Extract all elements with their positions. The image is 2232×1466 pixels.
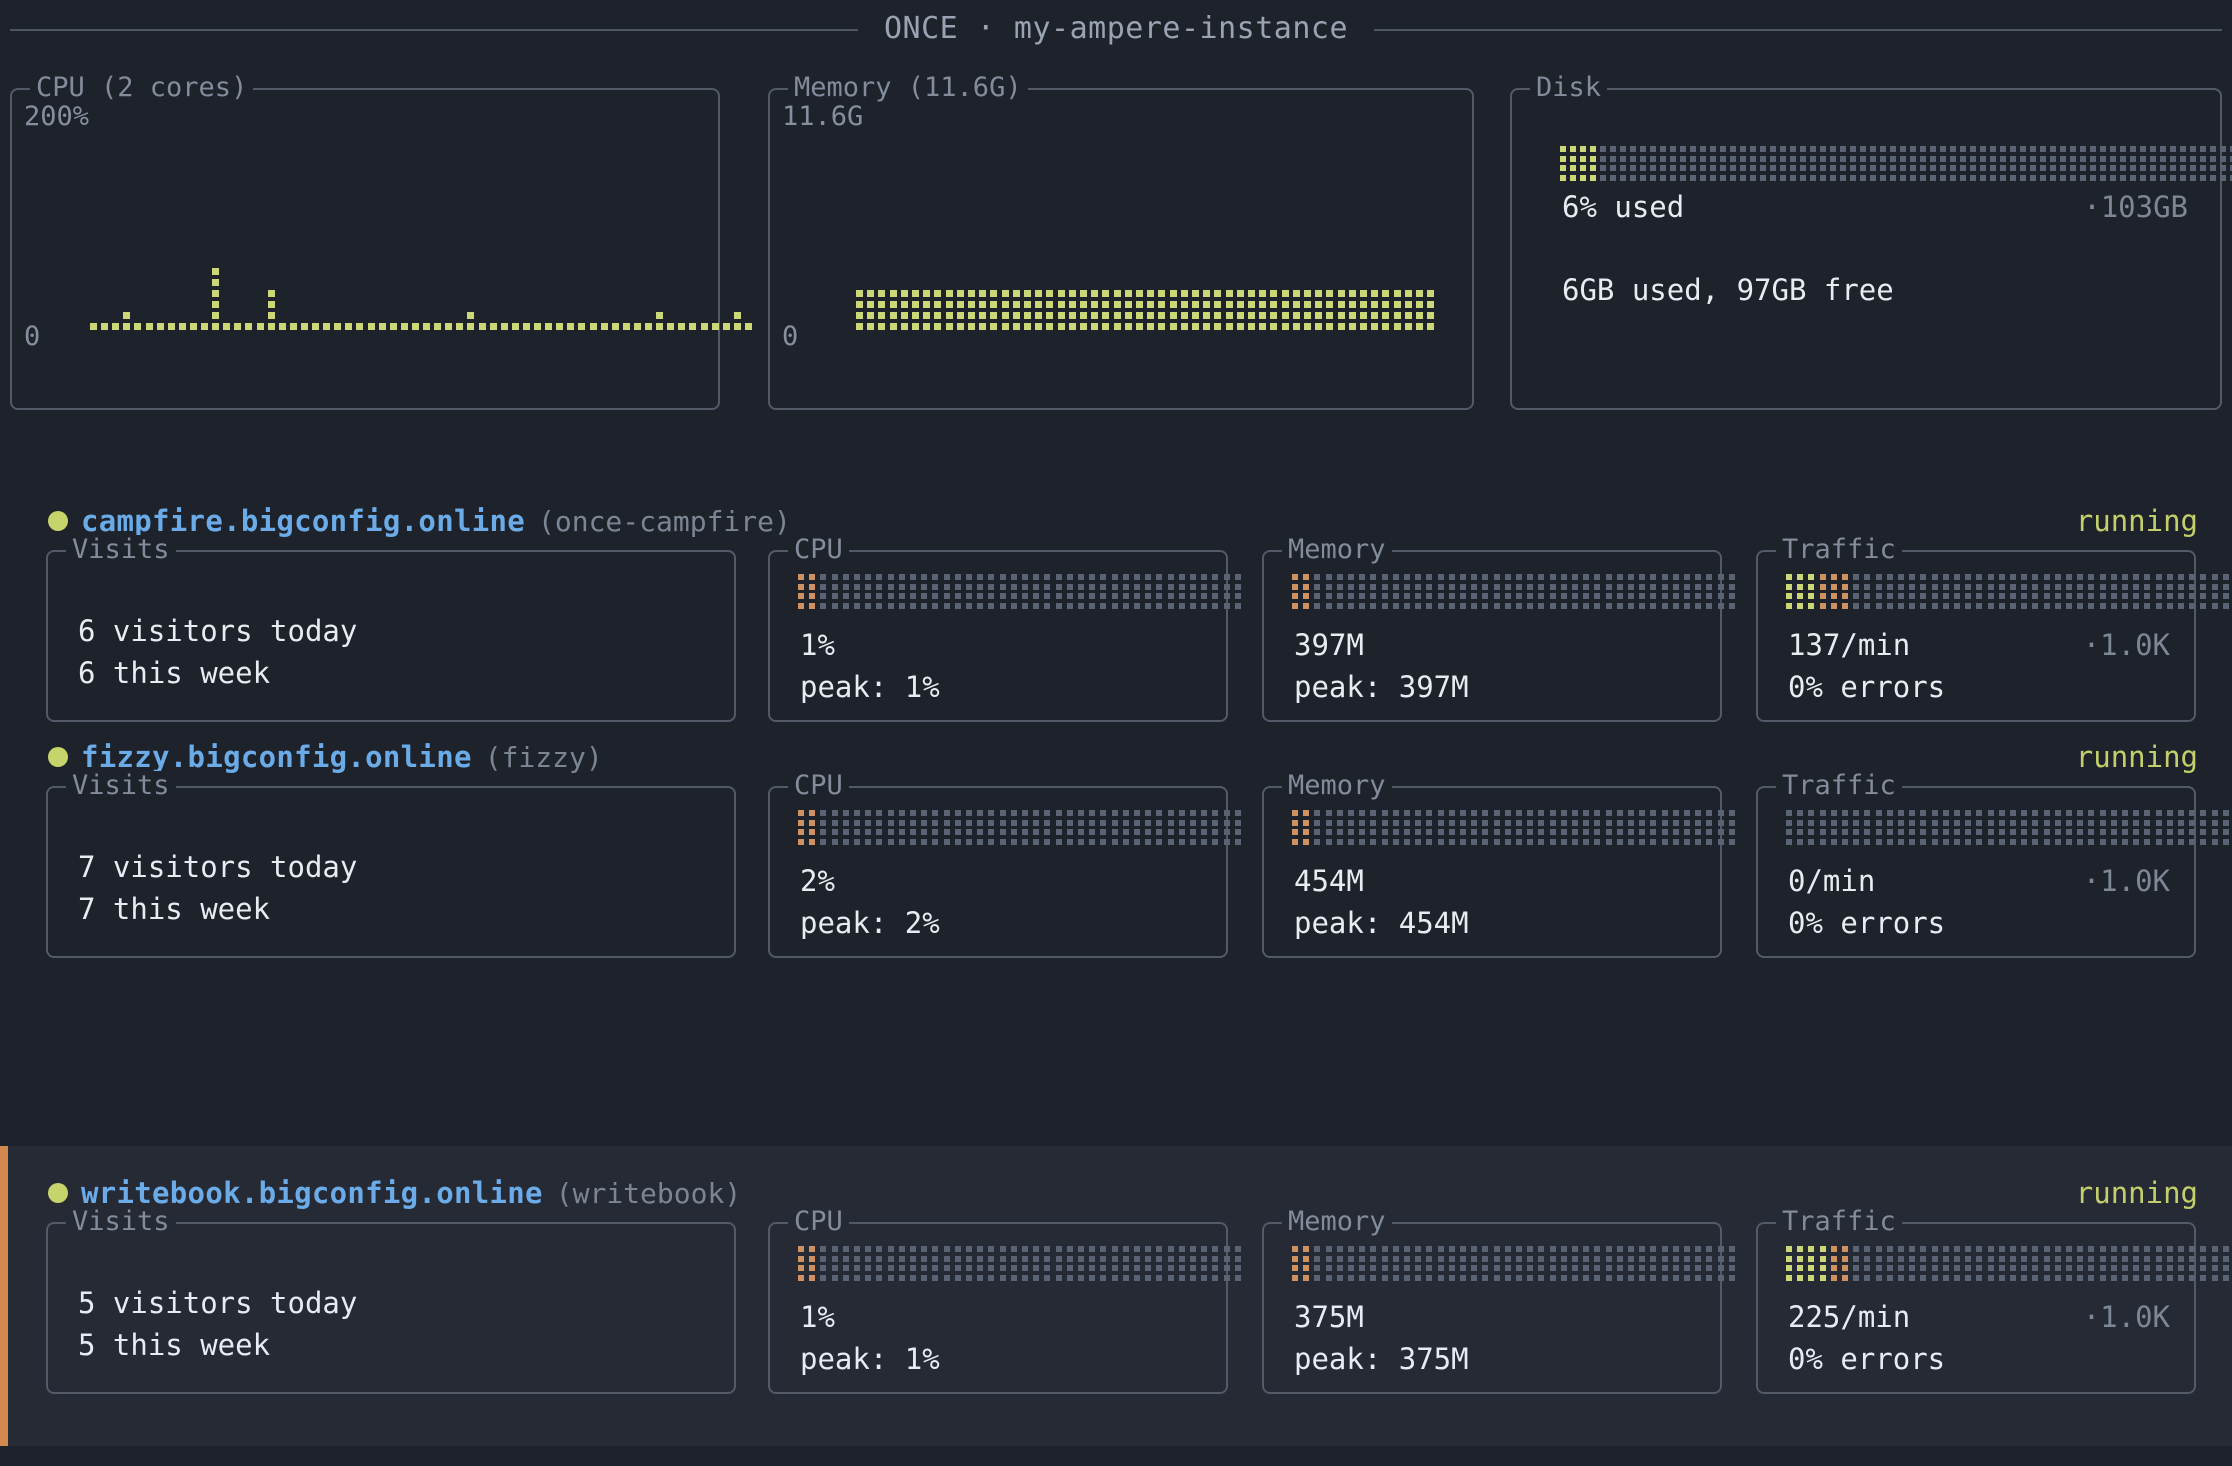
cpu-current: 1%	[800, 1300, 835, 1334]
app-traffic-card: Traffic 225/min ·1.0K 0% errors	[1756, 1207, 2229, 1394]
system-memory-axis-max: 11.6G	[782, 101, 864, 132]
page-title: ONCE · my-ampere-instance	[883, 10, 1349, 46]
system-cpu-panel: CPU (2 cores) 200% 0	[10, 73, 752, 410]
app-domain-link[interactable]: writebook.bigconfig.online	[81, 1176, 543, 1210]
system-cpu-axis-min: 0	[24, 321, 41, 352]
app-status-badge: running	[2075, 504, 2198, 538]
visits-today: 5 visitors today	[78, 1286, 358, 1320]
traffic-total: ·1.0K	[2082, 864, 2170, 898]
cpu-peak: peak: 1%	[800, 1342, 940, 1376]
memory-current: 375M	[1294, 1300, 1364, 1334]
app-cpu-card: CPU 1% peak: 1%	[768, 535, 1241, 722]
traffic-rate: 225/min	[1788, 1300, 1911, 1334]
traffic-errors: 0% errors	[1788, 906, 1946, 940]
app-cpu-card: CPU 2% peak: 2%	[768, 771, 1241, 958]
app-status-badge: running	[2075, 740, 2198, 774]
memory-current: 454M	[1294, 864, 1364, 898]
traffic-rate: 137/min	[1788, 628, 1911, 662]
visits-week: 7 this week	[78, 892, 271, 926]
app-header-writebook[interactable]: writebook.bigconfig.online (writebook)	[48, 1176, 741, 1210]
cpu-current: 1%	[800, 628, 835, 662]
app-visits-card: Visits 7 visitors today 7 this week	[46, 771, 736, 958]
memory-legend: Memory	[1282, 535, 1392, 565]
visits-today: 7 visitors today	[78, 850, 358, 884]
app-row-writebook[interactable]: writebook.bigconfig.online (writebook) r…	[0, 1146, 2232, 1446]
system-memory-legend: Memory (11.6G)	[788, 73, 1028, 103]
disk-detail: 6GB used, 97GB free	[1562, 273, 1894, 307]
memory-legend: Memory	[1282, 771, 1392, 801]
status-dot-icon	[48, 511, 68, 531]
visits-week: 6 this week	[78, 656, 271, 690]
visits-legend: Visits	[66, 1207, 176, 1237]
visits-today: 6 visitors today	[78, 614, 358, 648]
app-domain-link[interactable]: campfire.bigconfig.online	[81, 504, 525, 538]
selected-row-accent	[0, 1146, 8, 1446]
app-alias: (once-campfire)	[538, 504, 791, 538]
app-row-fizzy[interactable]: fizzy.bigconfig.online (fizzy) running V…	[0, 720, 2232, 988]
status-dot-icon	[48, 1183, 68, 1203]
system-memory-panel: Memory (11.6G) 11.6G 0	[768, 73, 1474, 410]
traffic-errors: 0% errors	[1788, 1342, 1946, 1376]
app-visits-card: Visits 6 visitors today 6 this week	[46, 535, 736, 722]
app-memory-card: Memory 375M peak: 375M	[1262, 1207, 1735, 1394]
app-row-campfire[interactable]: campfire.bigconfig.online (once-campfire…	[0, 484, 2232, 752]
app-memory-card: Memory 397M peak: 397M	[1262, 535, 1735, 722]
app-memory-card: Memory 454M peak: 454M	[1262, 771, 1735, 958]
traffic-legend: Traffic	[1776, 1207, 1902, 1237]
memory-peak: peak: 375M	[1294, 1342, 1469, 1376]
visits-legend: Visits	[66, 771, 176, 801]
app-visits-card: Visits 5 visitors today 5 this week	[46, 1207, 736, 1394]
system-disk-legend: Disk	[1530, 73, 1608, 103]
memory-peak: peak: 397M	[1294, 670, 1469, 704]
app-cpu-card: CPU 1% peak: 1%	[768, 1207, 1241, 1394]
system-disk-panel: Disk 6% used ·103GB 6GB used, 97GB free	[1510, 73, 2232, 410]
disk-used-percent: 6% used	[1562, 190, 1685, 224]
memory-legend: Memory	[1282, 1207, 1392, 1237]
cpu-legend: CPU	[788, 771, 849, 801]
app-traffic-card: Traffic 137/min ·1.0K 0% errors	[1756, 535, 2229, 722]
cpu-peak: peak: 1%	[800, 670, 940, 704]
app-traffic-card: Traffic 0/min ·1.0K 0% errors	[1756, 771, 2229, 958]
cpu-legend: CPU	[788, 535, 849, 565]
visits-week: 5 this week	[78, 1328, 271, 1362]
cpu-legend: CPU	[788, 1207, 849, 1237]
cpu-current: 2%	[800, 864, 835, 898]
traffic-rate: 0/min	[1788, 864, 1876, 898]
traffic-total: ·1.0K	[2082, 628, 2170, 662]
status-dot-icon	[48, 747, 68, 767]
app-header-fizzy[interactable]: fizzy.bigconfig.online (fizzy)	[48, 740, 603, 774]
titlebar-rule-right	[1374, 29, 2223, 31]
memory-peak: peak: 454M	[1294, 906, 1469, 940]
traffic-legend: Traffic	[1776, 771, 1902, 801]
visits-legend: Visits	[66, 535, 176, 565]
window-titlebar: ONCE · my-ampere-instance	[0, 0, 2232, 56]
traffic-legend: Traffic	[1776, 535, 1902, 565]
app-alias: (writebook)	[555, 1176, 742, 1210]
system-cpu-legend: CPU (2 cores)	[30, 73, 254, 103]
disk-total-size: ·103GB	[2083, 190, 2188, 224]
system-cpu-axis-max: 200%	[24, 101, 90, 132]
titlebar-rule-left	[10, 29, 858, 31]
memory-current: 397M	[1294, 628, 1364, 662]
app-alias: (fizzy)	[484, 740, 603, 774]
app-header-campfire[interactable]: campfire.bigconfig.online (once-campfire…	[48, 504, 791, 538]
system-memory-axis-min: 0	[782, 321, 799, 352]
traffic-errors: 0% errors	[1788, 670, 1946, 704]
traffic-total: ·1.0K	[2082, 1300, 2170, 1334]
app-domain-link[interactable]: fizzy.bigconfig.online	[81, 740, 472, 774]
cpu-peak: peak: 2%	[800, 906, 940, 940]
app-status-badge: running	[2075, 1176, 2198, 1210]
